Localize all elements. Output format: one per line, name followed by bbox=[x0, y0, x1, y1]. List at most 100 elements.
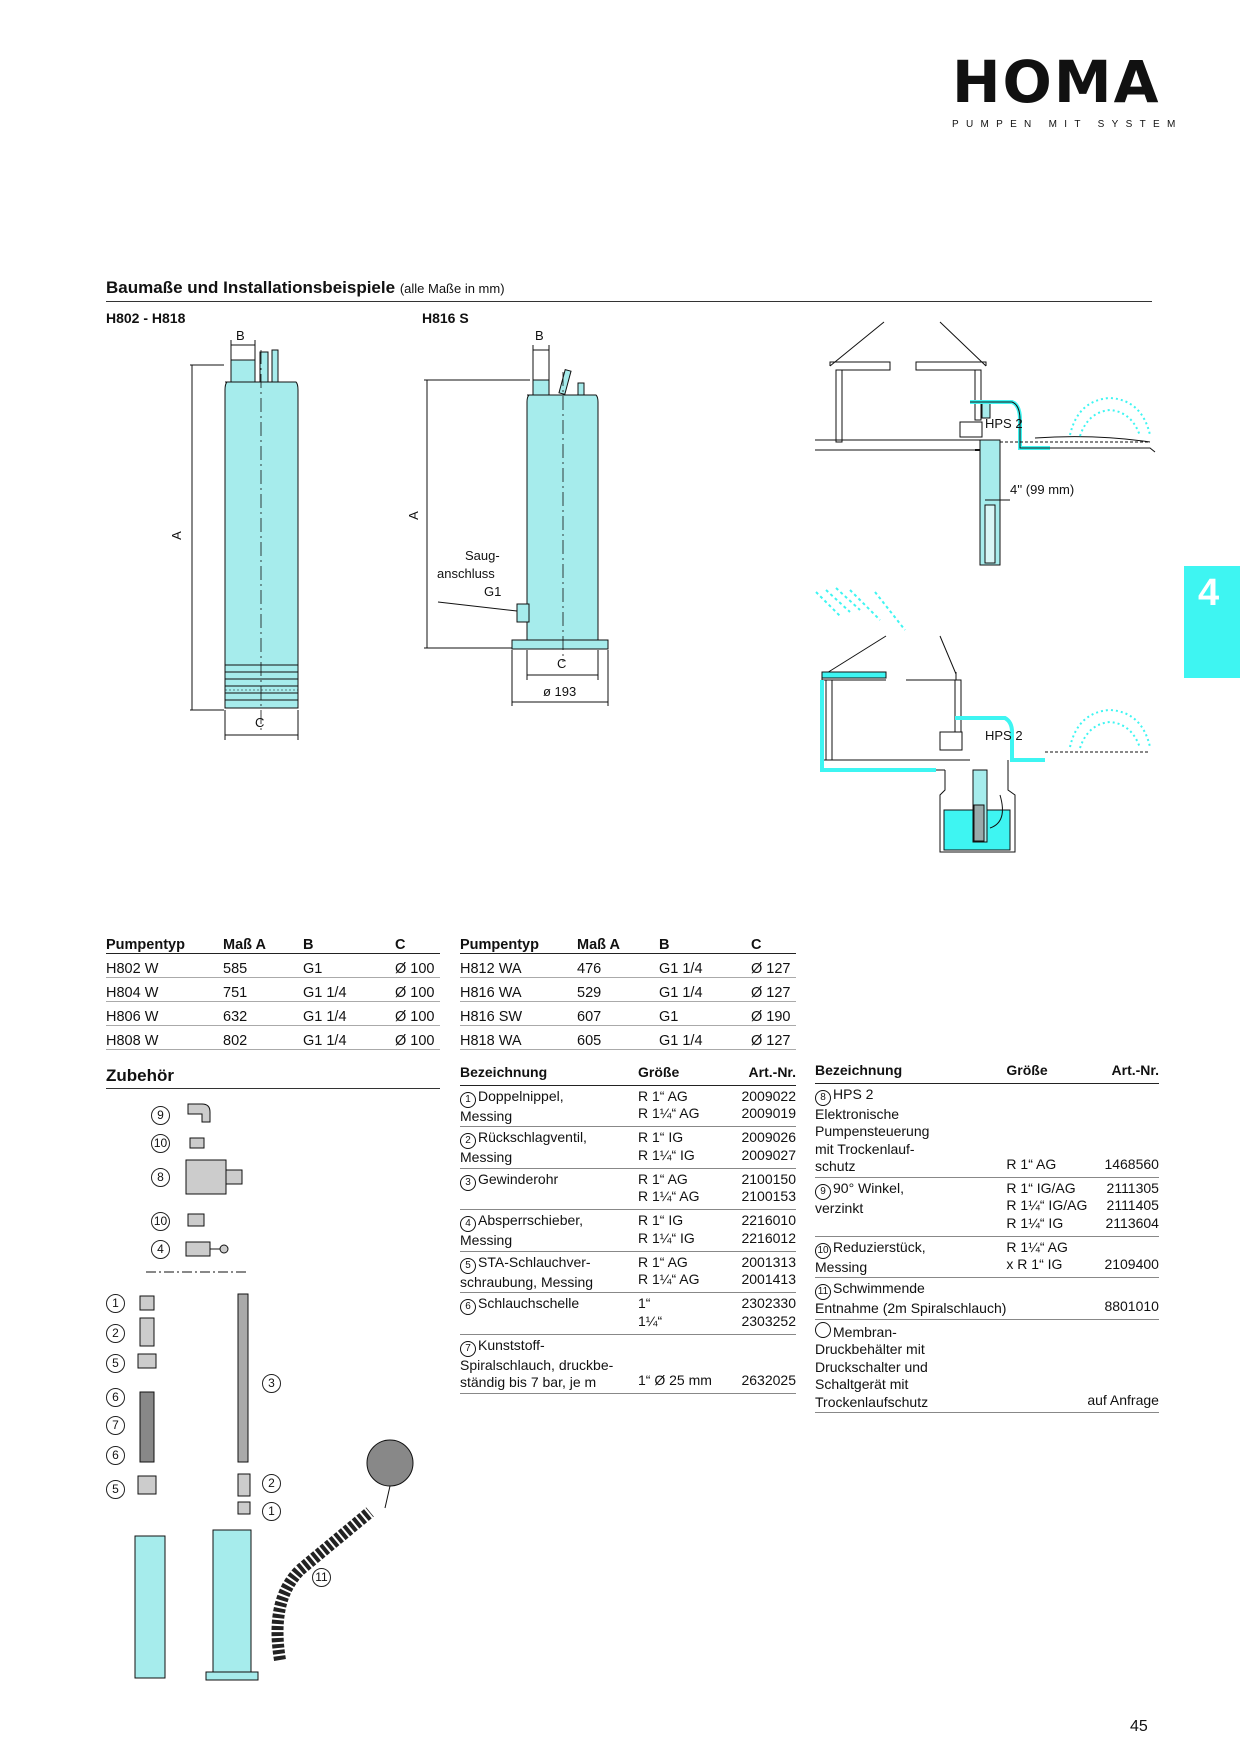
cell-line bbox=[1006, 1392, 1087, 1410]
cell-text: Pumpensteuerung bbox=[815, 1123, 930, 1139]
accessories-title: Zubehör bbox=[106, 1066, 174, 1085]
installation-example-2 bbox=[815, 587, 1151, 853]
cell-line: 2100153 bbox=[728, 1188, 796, 1206]
cell-line bbox=[1006, 1103, 1087, 1121]
cell-text: verzinkt bbox=[815, 1199, 864, 1216]
item-number-badge: 5 bbox=[460, 1257, 476, 1274]
cell-line: 2216010 bbox=[728, 1212, 796, 1230]
cell-line: ständig bis 7 bar, je m bbox=[460, 1374, 638, 1392]
cell-line: R 1¼“ AG bbox=[1006, 1239, 1087, 1257]
cell-text: Schaltgerät mit bbox=[815, 1376, 909, 1392]
accessory-article-number: auf Anfrage bbox=[1087, 1319, 1159, 1413]
cell-text: Rückschlagventil, bbox=[478, 1129, 587, 1145]
cell-line: R 1“ IG bbox=[638, 1129, 728, 1147]
callout-5: 5 bbox=[106, 1480, 125, 1499]
page-number: 45 bbox=[1130, 1718, 1148, 1735]
cell-text: 2302330 bbox=[741, 1295, 796, 1311]
cell-text: 1“ Ø 25 mm bbox=[638, 1371, 712, 1388]
callout-10: 10 bbox=[151, 1212, 170, 1231]
cell-line: Messing bbox=[460, 1232, 638, 1250]
cell-line bbox=[1006, 1322, 1087, 1340]
callout-1: 1 bbox=[106, 1294, 125, 1313]
cell-line: R 1¼“ AG bbox=[638, 1105, 728, 1123]
table-header-row: Pumpentyp Maß A B C bbox=[106, 930, 440, 954]
cell-text: auf Anfrage bbox=[1087, 1391, 1159, 1408]
callout-2: 2 bbox=[262, 1474, 281, 1493]
callout-11: 11 bbox=[312, 1568, 331, 1587]
header-b: B bbox=[303, 930, 395, 954]
accessory-size bbox=[1006, 1319, 1088, 1413]
header-c: C bbox=[395, 930, 440, 954]
cell-line bbox=[728, 1354, 796, 1372]
cell-text: STA-Schlauchver- bbox=[478, 1253, 591, 1270]
callout-5: 5 bbox=[106, 1354, 125, 1373]
cell-line bbox=[460, 1315, 638, 1333]
cell-text: Druckbehälter mit bbox=[815, 1341, 925, 1357]
cell-line bbox=[1087, 1374, 1159, 1392]
suction-label-3: G1 bbox=[484, 584, 502, 599]
cell-line: R 1“ AG bbox=[638, 1088, 728, 1106]
cell-line bbox=[1006, 1280, 1087, 1298]
cell-text: 2303252 bbox=[741, 1312, 796, 1329]
cell-text: Spiralschlauch, druckbe- bbox=[460, 1356, 614, 1373]
item-number-badge: 4 bbox=[460, 1216, 476, 1232]
cell-text: 2001413 bbox=[741, 1271, 796, 1287]
cell-line: Spiralschlauch, druckbe- bbox=[460, 1357, 638, 1375]
installation-example-1 bbox=[815, 321, 1156, 566]
cell-text: schutz bbox=[815, 1158, 856, 1174]
cell-text: 2109400 bbox=[1104, 1256, 1159, 1272]
cell-text: 2001313 bbox=[741, 1253, 796, 1270]
cell-line: 2100150 bbox=[728, 1171, 796, 1189]
cell-line: Elektronische bbox=[815, 1106, 1006, 1124]
cell-line: mit Trockenlauf- bbox=[815, 1141, 1006, 1159]
cell-line bbox=[1006, 1086, 1087, 1104]
cell-text: 1“ bbox=[638, 1295, 651, 1311]
header-pumpentyp: Pumpentyp bbox=[460, 930, 577, 954]
section-title: Baumaße und Installationsbeispiele (alle… bbox=[106, 278, 505, 298]
cell: H804 W bbox=[106, 977, 223, 1002]
cell-line: schutz bbox=[815, 1158, 1006, 1176]
cell-line: R 1¼“ AG bbox=[638, 1271, 728, 1289]
header-groesse: Größe bbox=[1006, 1062, 1088, 1084]
section-note: (alle Maße in mm) bbox=[399, 281, 505, 296]
cell-text: Doppelnippel, bbox=[478, 1087, 564, 1104]
hps-label-2: HPS 2 bbox=[985, 728, 1023, 743]
cell-text: Messing bbox=[815, 1258, 868, 1275]
callout-4: 4 bbox=[151, 1240, 170, 1259]
cell: 585 bbox=[223, 953, 303, 978]
cell-line: 1“ bbox=[638, 1295, 728, 1313]
cell-text: 2111305 bbox=[1106, 1179, 1159, 1196]
cell-text: 2216010 bbox=[741, 1212, 796, 1228]
header-art-nr: Art.-Nr. bbox=[1087, 1062, 1159, 1084]
cell: G1 1/4 bbox=[303, 1001, 395, 1026]
cell-line: verzinkt bbox=[815, 1200, 1006, 1218]
cell-text: R 1“ AG bbox=[638, 1087, 688, 1104]
cell-text: ständig bis 7 bar, je m bbox=[460, 1374, 597, 1390]
item-number-badge: 10 bbox=[815, 1242, 831, 1259]
cell-text: 2009027 bbox=[741, 1146, 796, 1163]
header-bezeichnung: Bezeichnung bbox=[460, 1064, 638, 1086]
cell: G1 bbox=[303, 953, 395, 978]
cell-line bbox=[1006, 1374, 1087, 1392]
cell-text: Kunststoff- bbox=[478, 1336, 545, 1353]
header-c: C bbox=[751, 930, 796, 954]
cell-text: R 1“ IG/AG bbox=[1006, 1179, 1076, 1196]
